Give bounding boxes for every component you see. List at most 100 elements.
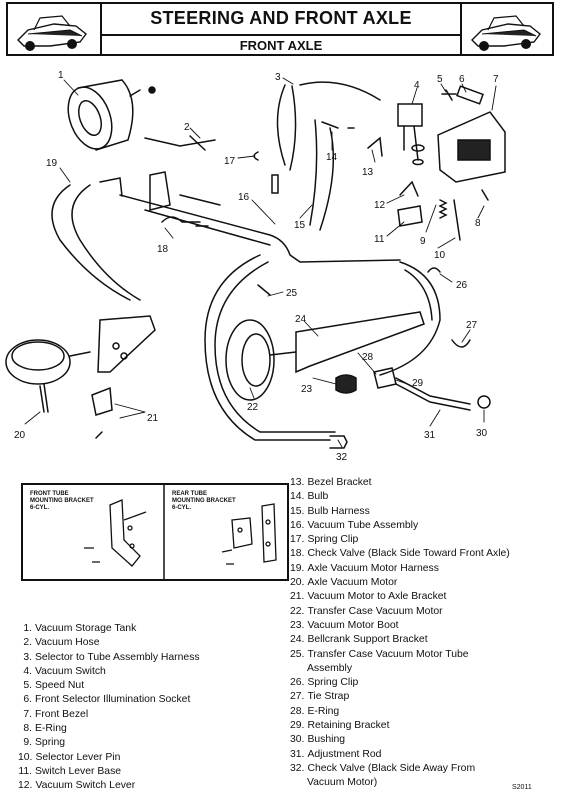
legend-item: 20.Axle Vacuum Motor <box>290 577 398 589</box>
legend-item: 21.Vacuum Motor to Axle Bracket <box>290 591 447 603</box>
legend-item-continuation: Assembly <box>307 662 353 674</box>
callout-22: 22 <box>247 402 259 413</box>
legend-item: 18.Check Valve (Black Side Toward Front … <box>290 548 510 560</box>
callout-1: 1 <box>58 70 64 81</box>
legend-item: 23.Vacuum Motor Boot <box>290 619 399 631</box>
axle-vacuum-motor-harness <box>51 177 141 301</box>
selector-lever-pin <box>453 199 461 241</box>
legend-item: 16.Vacuum Tube Assembly <box>290 519 419 531</box>
bushing <box>477 395 491 409</box>
transfer-case-tube <box>204 254 336 441</box>
inset-left-title-3: 6-CYL. <box>30 505 49 511</box>
legend-item: 10.Selector Lever Pin <box>18 751 121 763</box>
callout-17: 17 <box>224 156 236 167</box>
legend-item: 3.Selector to Tube Assembly Harness <box>23 651 200 663</box>
legend-item: 30.Bushing <box>290 734 346 746</box>
tie-strap <box>451 339 471 348</box>
callout-9: 9 <box>420 236 426 247</box>
callout-31: 31 <box>424 430 436 441</box>
figure-code: S2011 <box>512 784 532 791</box>
inset-mounting-brackets: FRONT TUBE MOUNTING BRACKET 6-CYL. REAR … <box>21 483 289 581</box>
callout-15: 15 <box>294 220 306 231</box>
check-valve-32 <box>329 435 348 449</box>
legend-item: 9.Spring <box>23 737 66 749</box>
bulb-harness <box>309 119 335 231</box>
inset-right-title-2: MOUNTING BRACKET <box>172 498 236 504</box>
callout-12: 12 <box>374 200 386 211</box>
axle-bracket <box>91 315 156 416</box>
parts-legend-left: 1.Vacuum Storage Tank 2.Vacuum Hose 3.Se… <box>18 622 200 794</box>
callout-13: 13 <box>362 167 374 178</box>
legend-item: 32.Check Valve (Black Side Away From <box>290 762 476 774</box>
vacuum-switch-lever <box>399 180 419 197</box>
vacuum-hose <box>144 135 216 151</box>
callout-8: 8 <box>475 218 481 229</box>
legend-item: 2.Vacuum Hose <box>23 637 100 649</box>
callout-19: 19 <box>46 158 58 169</box>
legend-item: 29.Retaining Bracket <box>290 720 390 732</box>
inset-left-title-2: MOUNTING BRACKET <box>30 498 94 504</box>
callout-3: 3 <box>275 72 281 83</box>
callout-24: 24 <box>295 314 307 325</box>
selector-harness <box>276 81 381 171</box>
front-bezel <box>437 111 506 183</box>
bellcrank-support-bracket <box>295 311 425 374</box>
callout-18: 18 <box>157 244 169 255</box>
switch-lever-base <box>397 205 423 227</box>
bezel-bracket <box>367 136 383 157</box>
legend-item: 4.Vacuum Switch <box>23 665 106 677</box>
callout-27: 27 <box>466 320 478 331</box>
legend-item-continuation: Vacuum Motor) <box>307 777 378 789</box>
callout-14: 14 <box>326 152 338 163</box>
transfer-case-vacuum-motor <box>225 319 297 401</box>
vehicle-icon-left <box>17 15 87 51</box>
callout-26: 26 <box>456 280 468 291</box>
illumination-socket <box>456 85 484 105</box>
callout-10: 10 <box>434 250 446 261</box>
callout-20: 20 <box>14 430 26 441</box>
parts-legend-right: 13.Bezel Bracket 14.Bulb 15.Bulb Harness… <box>290 476 510 791</box>
spring <box>438 199 448 219</box>
callout-7: 7 <box>493 74 499 85</box>
inset-left-title-1: FRONT TUBE <box>30 491 69 497</box>
legend-item: 13.Bezel Bracket <box>290 477 372 488</box>
callout-11: 11 <box>374 234 385 245</box>
callout-32: 32 <box>336 452 348 463</box>
retaining-bracket <box>373 367 397 389</box>
legend-item: 17.Spring Clip <box>290 534 359 546</box>
callout-28: 28 <box>362 352 374 363</box>
header-title-block: STEERING AND FRONT AXLE FRONT AXLE <box>100 4 462 54</box>
callout-30: 30 <box>476 428 488 439</box>
callout-23: 23 <box>301 384 313 395</box>
inset-right-title-3: 6-CYL. <box>172 505 191 511</box>
callout-4: 4 <box>414 80 420 91</box>
legend-item: 12.Vacuum Switch Lever <box>18 780 136 792</box>
adjustment-rod <box>395 377 471 411</box>
axle-vacuum-motor <box>5 339 91 413</box>
vehicle-icon-right <box>471 15 541 51</box>
legend-item: 14.Bulb <box>290 491 329 503</box>
callout-29: 29 <box>412 378 424 389</box>
legend-item: 26.Spring Clip <box>290 677 359 689</box>
callout-6: 6 <box>459 74 465 85</box>
speed-nut <box>441 89 457 101</box>
bulb <box>321 121 355 129</box>
inset-right-title-1: REAR TUBE <box>172 491 207 497</box>
vacuum-storage-tank <box>67 79 156 151</box>
legend-item: 8.E-Ring <box>23 723 67 735</box>
legend-item: 28.E-Ring <box>290 705 340 717</box>
vacuum-tube-assembly <box>119 194 401 263</box>
legend-item: 11.Switch Lever Base <box>18 765 122 777</box>
callout-16: 16 <box>238 192 250 203</box>
callout-21: 21 <box>147 413 159 424</box>
legend-item: 6.Front Selector Illumination Socket <box>23 694 191 706</box>
callout-2: 2 <box>184 122 190 133</box>
legend-item: 5.Speed Nut <box>23 680 85 692</box>
page-header: STEERING AND FRONT AXLE FRONT AXLE <box>6 2 554 56</box>
callout-5: 5 <box>437 74 443 85</box>
legend-item: 22.Transfer Case Vacuum Motor <box>290 605 443 617</box>
spring-clip-26 <box>427 267 441 273</box>
callout-25: 25 <box>286 288 298 299</box>
legend-item: 31.Adjustment Rod <box>290 748 382 760</box>
